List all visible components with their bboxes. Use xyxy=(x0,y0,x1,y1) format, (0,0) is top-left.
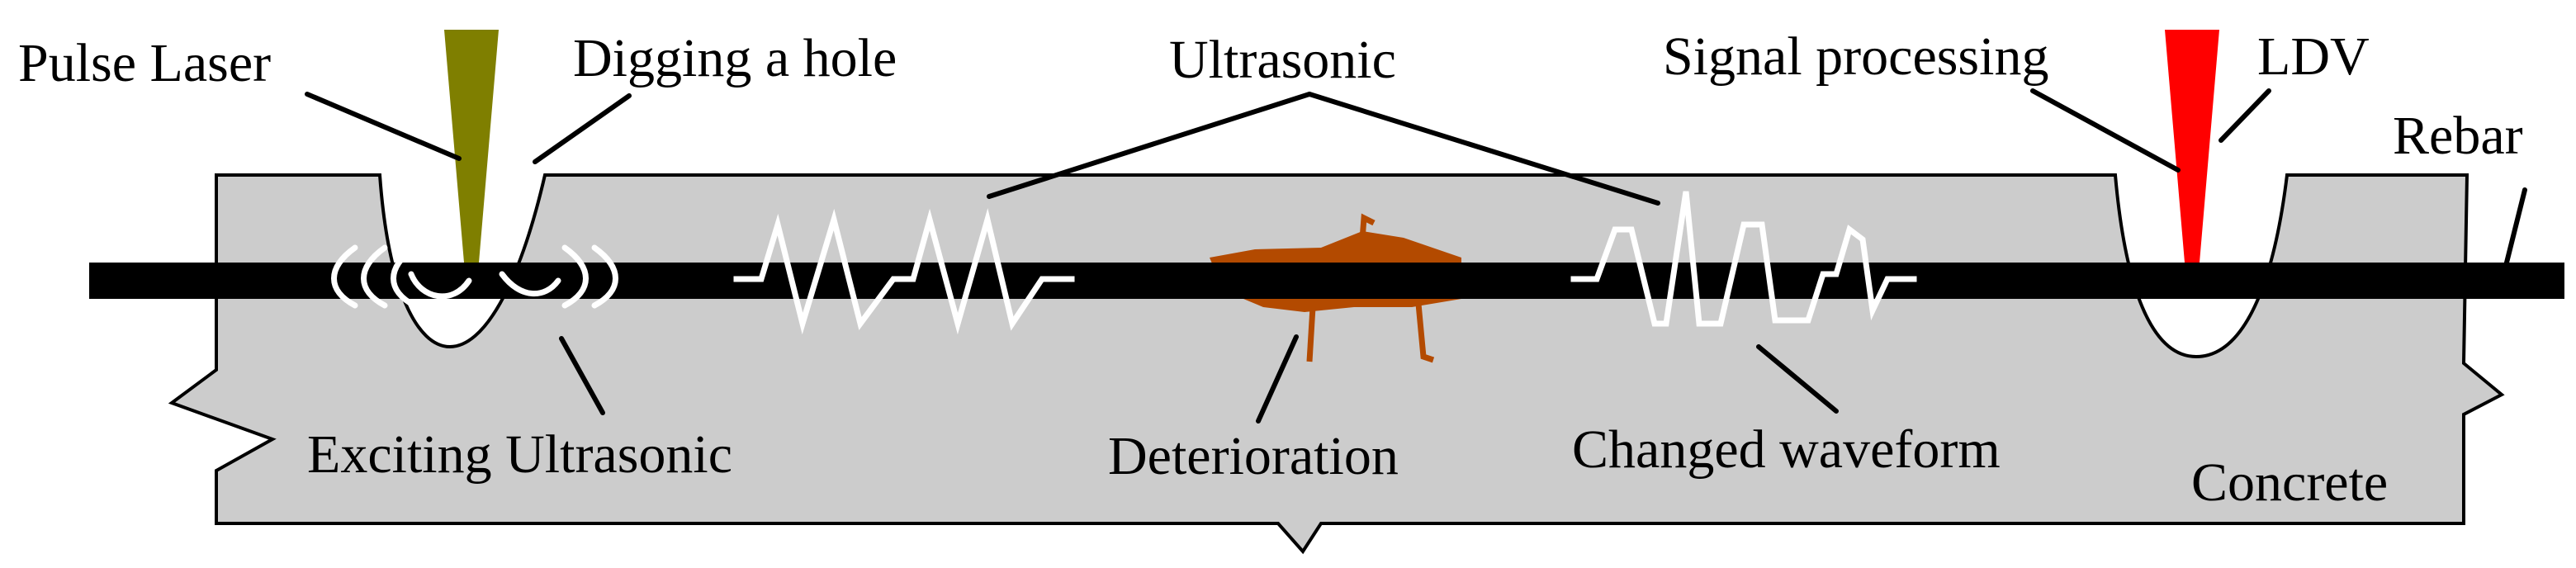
ldv-beam xyxy=(2165,30,2219,263)
label-changed-waveform: Changed waveform xyxy=(1572,419,2001,480)
rebar xyxy=(89,263,2564,299)
label-signal-processing: Signal processing xyxy=(1663,26,2048,87)
label-digging-hole: Digging a hole xyxy=(573,28,897,88)
concrete-block xyxy=(168,173,2505,555)
excitation-arcs xyxy=(331,244,618,309)
ultrasonic-waveform xyxy=(733,208,1075,335)
label-concrete: Concrete xyxy=(2191,452,2388,513)
label-exciting-ultrasonic: Exciting Ultrasonic xyxy=(307,424,732,485)
label-ldv: LDV xyxy=(2257,26,2370,87)
label-deterioration: Deterioration xyxy=(1108,426,1399,486)
changed-waveform xyxy=(1570,191,1917,327)
label-ultrasonic: Ultrasonic xyxy=(1169,30,1396,90)
pulse-laser-beam xyxy=(444,30,499,263)
leader-lines xyxy=(305,88,2527,424)
label-rebar: Rebar xyxy=(2393,106,2523,166)
label-pulse-laser: Pulse Laser xyxy=(18,33,271,93)
